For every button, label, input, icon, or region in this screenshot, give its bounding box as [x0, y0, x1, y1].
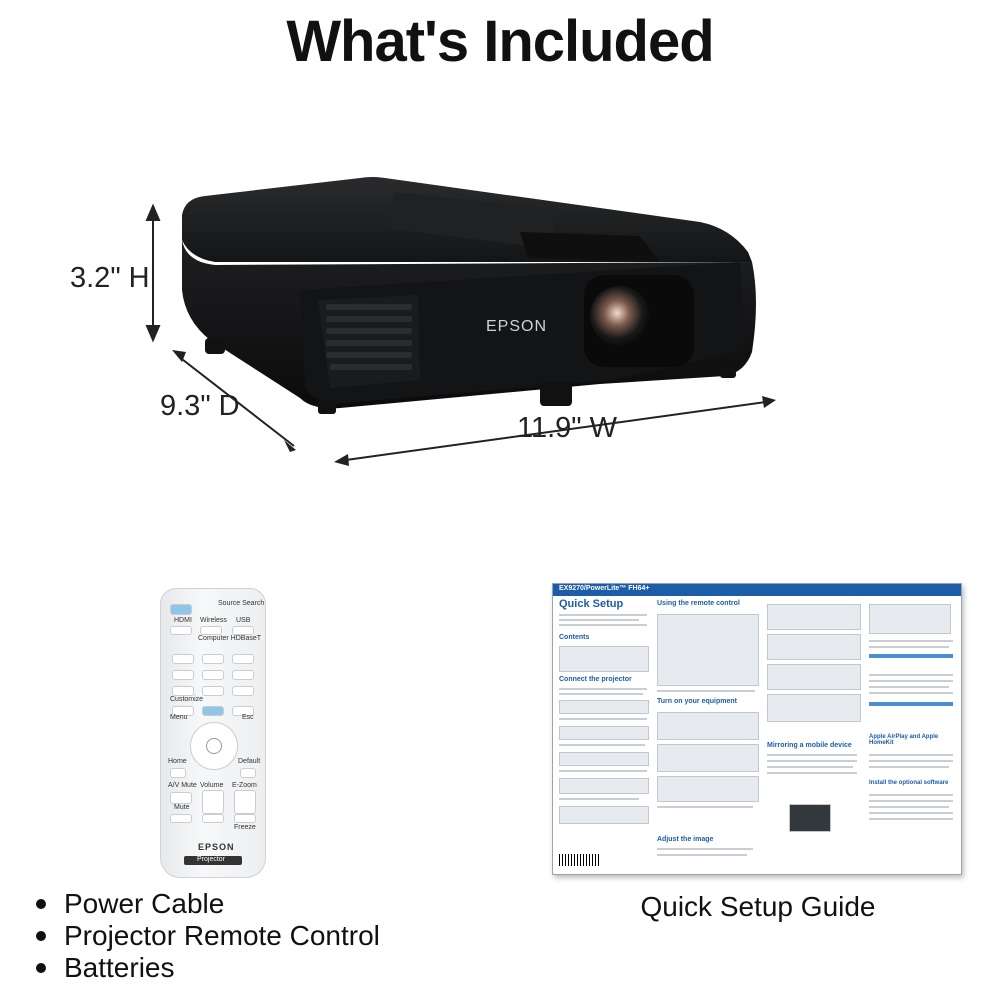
remote-label-av-mute: A/V Mute: [168, 782, 197, 789]
remote-label-customize: Customize: [170, 696, 204, 703]
remote-label-freeze: Freeze: [234, 824, 256, 831]
item-label: Batteries: [64, 952, 175, 983]
remote-label-usb: USB: [236, 617, 251, 624]
guide-adjust: Adjust the image: [657, 836, 714, 843]
list-item: Power Cable: [36, 888, 380, 920]
guide-header: EX9270/PowerLite™ FH64+: [559, 585, 650, 592]
projector-illustration: [145, 177, 776, 466]
power-button: [170, 604, 192, 615]
remote-label-computer: Computer HDBaseT: [198, 635, 262, 642]
bullet-icon: [36, 931, 46, 941]
guide-contents: Contents: [559, 634, 590, 641]
remote-label-default: Default: [238, 758, 261, 765]
bullet-icon: [36, 963, 46, 973]
guide-remote: Using the remote control: [657, 600, 740, 607]
guide-mirroring: Mirroring a mobile device: [767, 742, 852, 749]
quick-setup-guide-illustration: EX9270/PowerLite™ FH64+ Quick Setup Cont…: [552, 583, 962, 875]
remote-label-wireless: Wireless: [200, 617, 227, 624]
height-dimension: 3.2" H: [70, 262, 150, 294]
remote-brand: EPSON: [198, 842, 235, 852]
vent-grille: [318, 295, 420, 388]
item-label: Projector Remote Control: [64, 920, 380, 951]
remote-control-illustration: Source Search HDMI Wireless USB Computer…: [160, 588, 266, 878]
guide-install: Install the optional software: [869, 780, 949, 786]
remote-label-ezoom: E-Zoom: [232, 782, 257, 789]
remote-label-volume: Volume: [200, 782, 224, 789]
guide-turn-on: Turn on your equipment: [657, 698, 737, 705]
lens-icon: [590, 286, 650, 346]
width-dimension: 11.9" W: [517, 412, 618, 444]
dpad: [190, 722, 238, 770]
barcode: [559, 854, 599, 866]
list-item: Projector Remote Control: [36, 920, 380, 952]
remote-label-home: Home: [168, 758, 187, 765]
remote-label-source-search: Source Search: [218, 600, 265, 607]
list-item: Batteries: [36, 952, 380, 984]
remote-label-hdmi: HDMI: [174, 617, 192, 624]
item-label: Power Cable: [64, 888, 225, 919]
bullet-icon: [36, 899, 46, 909]
page-title: What's Included: [286, 9, 714, 74]
guide-connect: Connect the projector: [559, 676, 632, 683]
included-items-list: Power Cable Projector Remote Control Bat…: [36, 888, 380, 984]
remote-label-mute: Mute: [174, 804, 190, 811]
quick-setup-guide-label: Quick Setup Guide: [640, 891, 876, 922]
remote-label-esc: Esc: [242, 714, 254, 721]
remote-model: Projector: [197, 856, 226, 863]
remote-label-menu: Menu: [170, 714, 188, 721]
projector-brand-front: EPSON: [486, 318, 548, 335]
guide-airplay: Apple AirPlay and Apple HomeKit: [869, 734, 939, 746]
depth-dimension: 9.3" D: [160, 390, 240, 422]
guide-title: Quick Setup: [559, 598, 624, 610]
